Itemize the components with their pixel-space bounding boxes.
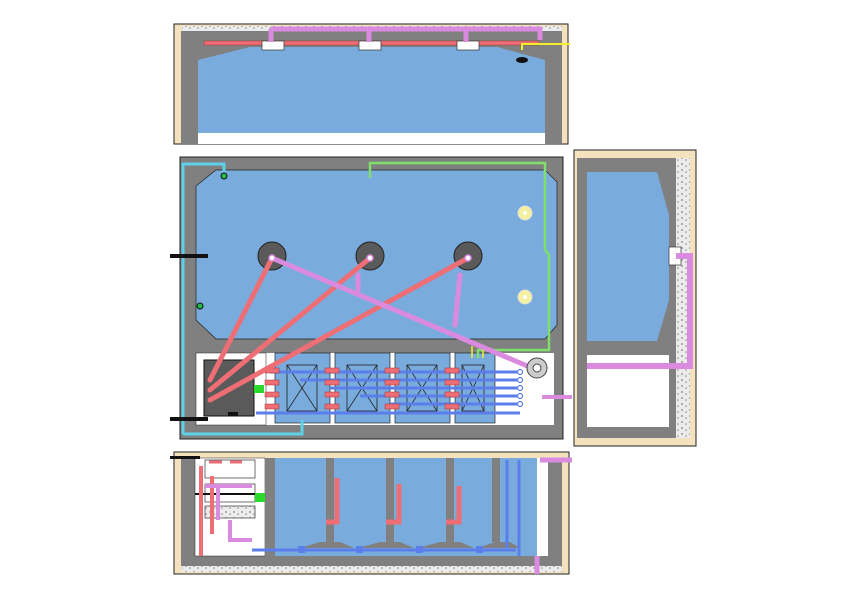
plan-cabinet-base	[228, 412, 238, 416]
bottom-left-wall	[181, 458, 195, 566]
plan-red-return-pipes	[207, 255, 471, 403]
plan-cyan-pipe	[181, 162, 304, 436]
right-bottom-slab	[577, 427, 676, 438]
bottom-pink-outlet	[534, 457, 572, 574]
drain-fitting	[196, 302, 204, 310]
inlet-fitting	[220, 172, 228, 180]
bottom-baffles	[300, 458, 520, 548]
top-right-haunch	[497, 47, 545, 60]
bottom-collector-nozzles	[298, 546, 483, 553]
right-inner-wall	[577, 158, 587, 438]
top-hatch-1	[261, 40, 285, 51]
diffuser-3-center	[464, 254, 472, 262]
bottom-inlet-bar	[170, 456, 200, 459]
plan-view	[170, 156, 572, 440]
right-top-slab	[577, 158, 669, 172]
top-pink-air-pipe	[268, 26, 543, 42]
top-left-wall	[181, 31, 198, 144]
top-sensor-icon	[516, 57, 528, 63]
top-yellow-cable	[521, 43, 570, 50]
right-mid-slab	[587, 341, 669, 355]
top-left-haunch	[198, 47, 250, 60]
bottom-cabinet-top	[204, 459, 256, 479]
right-tank-water	[587, 172, 669, 341]
bottom-right-wall	[548, 458, 562, 566]
plan-air-outlet	[542, 395, 572, 399]
right-upper-haunch	[657, 172, 669, 215]
plan-pink-air-pipes	[269, 255, 535, 371]
bottom-section-filter-cells	[170, 451, 572, 575]
bottom-pink-pump-line	[205, 484, 252, 542]
right-outer-wall	[669, 158, 676, 438]
right-lower-haunch	[657, 300, 669, 341]
bottom-green-valve	[255, 493, 265, 502]
right-pink-air-pipe	[587, 253, 693, 369]
plan-green-valve	[254, 385, 264, 393]
plan-inlet-pipe	[170, 254, 208, 258]
top-section-tank	[173, 23, 570, 145]
top-right-wall	[545, 31, 562, 144]
bottom-blue-pipes	[252, 460, 521, 556]
top-tank-water	[198, 47, 545, 133]
top-tank-floor-gap	[198, 133, 545, 144]
diffuser-1-center	[268, 254, 276, 262]
bottom-floor-slab	[181, 556, 562, 566]
bottom-outlet-chamber	[537, 458, 548, 556]
plan-red-stubs	[264, 367, 460, 410]
plan-outlet-pipe	[170, 417, 208, 421]
plan-media-box-1	[286, 364, 318, 412]
bottom-red-risers	[326, 478, 462, 525]
diffuser-2-center	[366, 254, 374, 262]
bottom-divider-wall	[265, 458, 275, 556]
plan-green-pipe	[368, 161, 551, 358]
right-side-section	[573, 149, 697, 447]
bottom-gravel-layer	[182, 566, 562, 572]
top-hatch-3	[456, 40, 480, 51]
plan-header-ends	[516, 368, 524, 408]
top-hatch-2	[358, 40, 382, 51]
